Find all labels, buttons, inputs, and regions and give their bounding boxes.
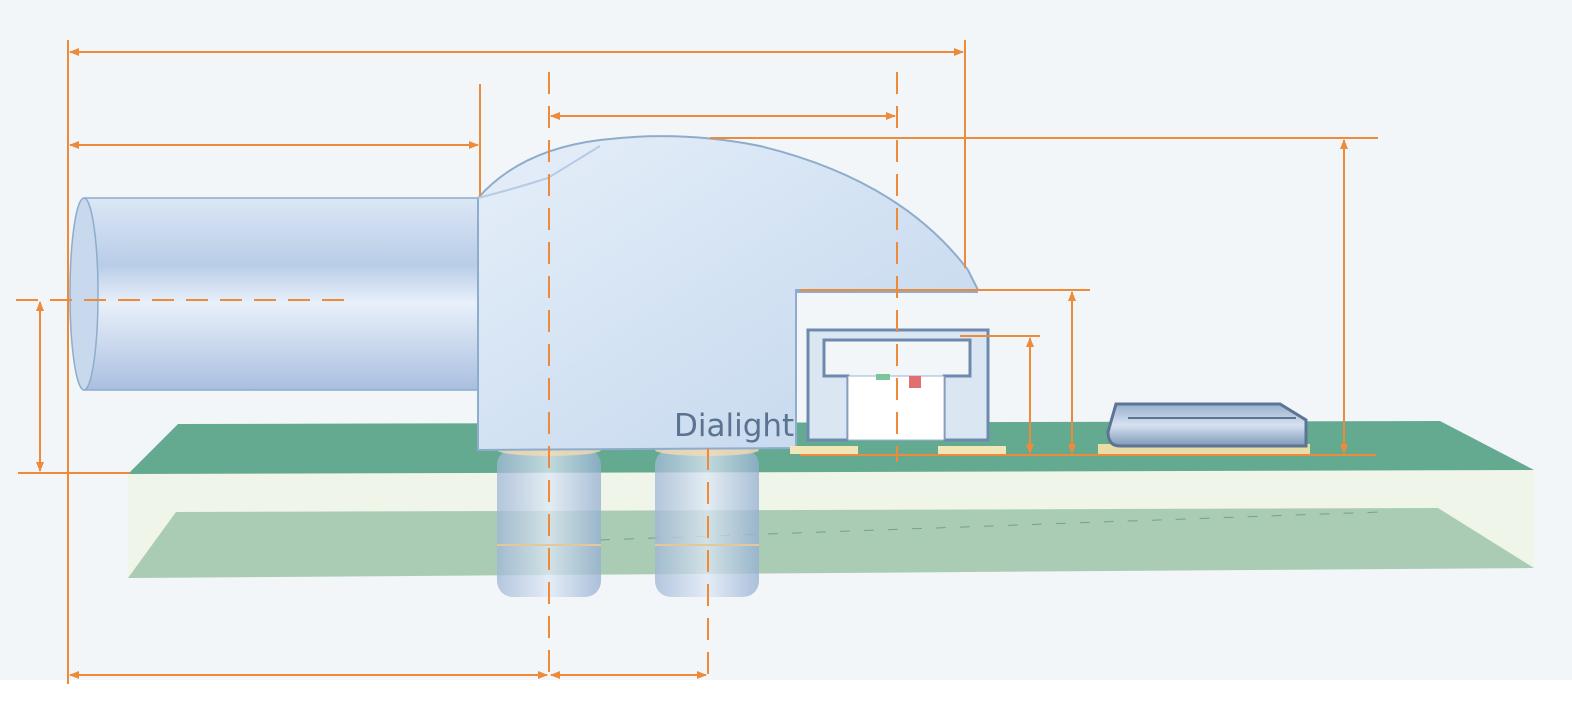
pcb-board bbox=[128, 421, 1534, 578]
led-green-indicator bbox=[876, 374, 890, 380]
led-socket bbox=[790, 328, 1006, 454]
pcb-bottom-layer bbox=[128, 508, 1534, 578]
pcb-trace bbox=[599, 511, 1381, 541]
led-red-indicator bbox=[909, 376, 921, 388]
light-pipe-barrel bbox=[69, 197, 481, 391]
dimension-lines bbox=[16, 40, 1378, 684]
brand-label: Dialight bbox=[674, 408, 794, 444]
smd-component bbox=[1098, 402, 1310, 454]
light-pipe-housing: Dialight bbox=[477, 135, 980, 452]
